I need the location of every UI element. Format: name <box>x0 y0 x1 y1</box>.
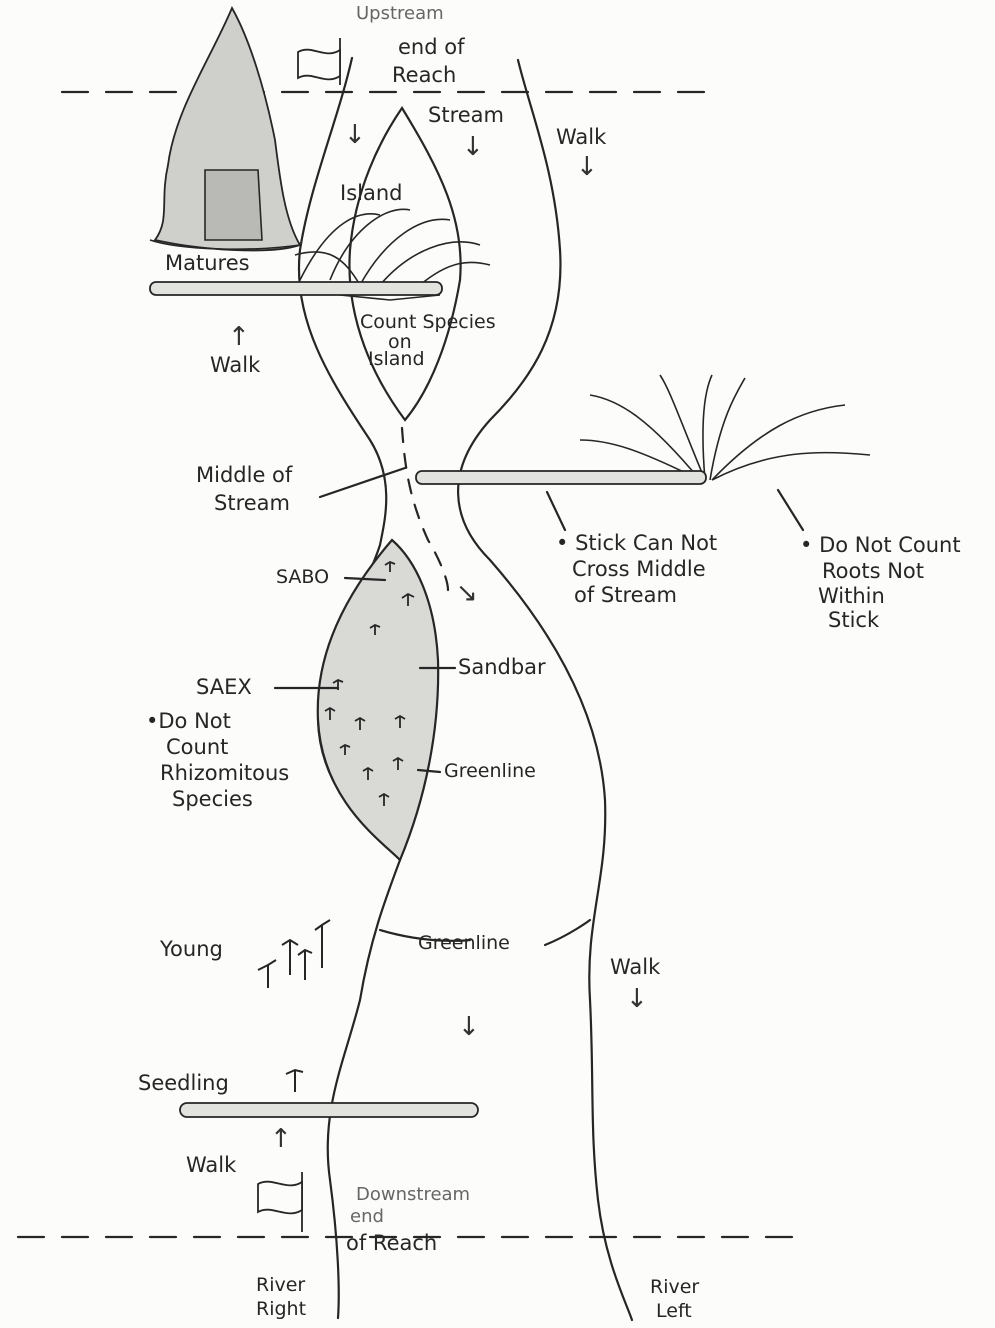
downstream-label-2: end <box>350 1208 384 1227</box>
bullet-icon: • <box>800 533 812 557</box>
bullet-icon: • <box>556 531 568 555</box>
walk-upper-left-label: Walk <box>210 354 260 376</box>
young-plants-icon <box>258 920 330 988</box>
walk-lower-right-label: Walk <box>610 956 660 978</box>
seedling-plant-icon <box>286 1070 303 1092</box>
roots-note-label-2: Roots Not <box>822 560 924 582</box>
sandbar <box>318 540 438 860</box>
walk-top-right-label: Walk <box>556 126 606 148</box>
upstream-label-2: end of <box>398 36 464 58</box>
middle-of-stream-label-1: Middle of <box>196 464 292 486</box>
rhizo-label-1: •Do Not <box>146 710 231 732</box>
stick-note-label-3: of Stream <box>574 584 677 606</box>
rhizo-label-3: Rhizomitous <box>160 762 289 784</box>
walk-upper-left-arrow-icon: ↑ <box>228 322 250 352</box>
river-left-label-1: River <box>650 1278 699 1298</box>
count-species-label-3: Island <box>368 350 425 370</box>
greenline-lower-label: Greenline <box>418 934 510 954</box>
downstream-label-1: Downstream <box>356 1186 470 1205</box>
stick-seedling <box>180 1103 478 1117</box>
walk-lower-right-arrow-icon: ↓ <box>626 984 648 1014</box>
roots-note-label-3: Within <box>818 585 885 607</box>
downstream-flag-icon <box>258 1172 302 1232</box>
downstream-label-3: of Reach <box>346 1232 437 1254</box>
island-outline <box>349 108 460 420</box>
sandbar-label: Sandbar <box>458 656 546 678</box>
bullet-icon: • <box>146 709 158 733</box>
stream-label: Stream <box>428 104 504 126</box>
stream-diag-arrow-icon: ↘ <box>456 578 478 608</box>
roots-note-leader <box>778 490 803 530</box>
middle-leader <box>320 468 405 497</box>
stream-lower-arrow-icon: ↓ <box>458 1012 480 1042</box>
middle-of-stream-label-2: Stream <box>214 492 290 514</box>
sabo-label: SABO <box>276 568 329 588</box>
upstream-label-3: Reach <box>392 64 456 86</box>
stick-note-label-1: • Stick Can Not <box>556 532 717 554</box>
stream-down-arrow-icon: ↓ <box>462 132 484 162</box>
walk-lower-left-arrow-icon: ↑ <box>270 1124 292 1154</box>
greenline-sandbar-label: Greenline <box>444 762 536 782</box>
saex-label: SAEX <box>196 676 252 698</box>
count-species-label-1: Count Species <box>360 313 496 333</box>
rhizo-label-4: Species <box>172 788 253 810</box>
roots-note-label-1: • Do Not Count <box>800 534 961 556</box>
river-left-bank <box>458 60 632 1320</box>
island-label: Island <box>340 182 402 204</box>
river-right-label-2: Right <box>256 1300 306 1320</box>
roots-note-label-4: Stick <box>828 609 879 631</box>
seedling-label: Seedling <box>138 1072 229 1094</box>
walk-lower-left-label: Walk <box>186 1154 236 1176</box>
upstream-flag-icon <box>298 38 340 85</box>
river-left-label-2: Left <box>656 1302 692 1322</box>
walk-top-right-arrow-icon: ↓ <box>576 152 598 182</box>
bank-down-arrow-icon: ↓ <box>344 120 366 150</box>
pine-tree-icon <box>150 8 300 250</box>
upstream-label-1: Upstream <box>356 5 444 24</box>
rhizo-label-2: Count <box>166 736 228 758</box>
stick-note-leader <box>547 492 565 530</box>
river-right-label-1: River <box>256 1276 305 1296</box>
stick-middle <box>416 471 706 484</box>
greenline-connector-right <box>545 920 590 945</box>
stick-note-label-2: Cross Middle <box>572 558 706 580</box>
stick-matures <box>150 282 442 295</box>
matures-label: Matures <box>165 252 250 274</box>
right-shrub-icon <box>580 375 870 480</box>
young-label: Young <box>160 938 223 960</box>
